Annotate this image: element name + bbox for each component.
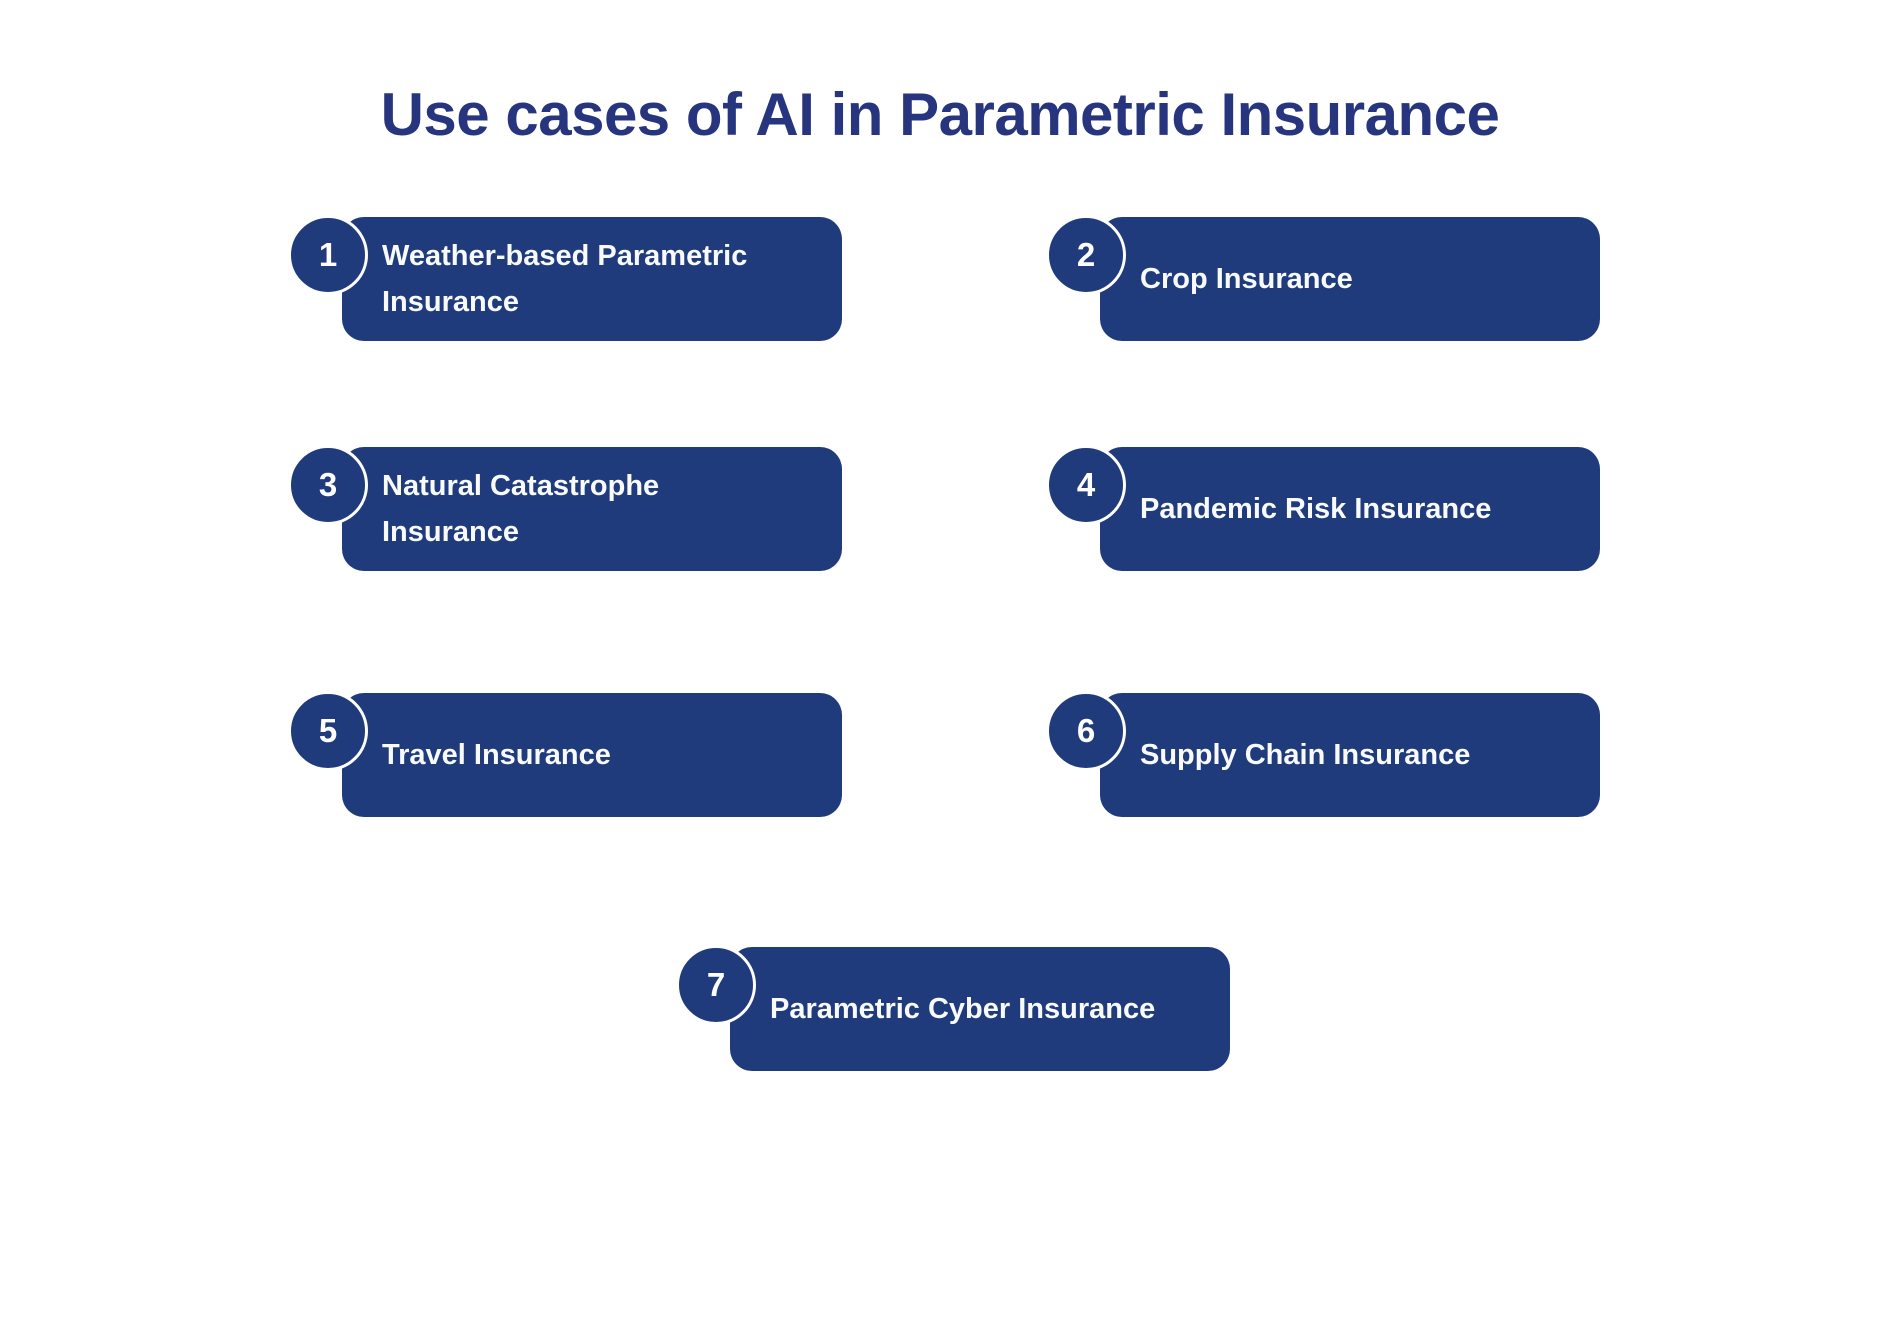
number-badge-7: 7 <box>676 945 756 1025</box>
use-case-label: Natural Catastrophe Insurance <box>382 470 660 548</box>
number-badge-text: 1 <box>318 236 338 273</box>
page-title: Use cases of AI in Parametric Insurance <box>380 81 1500 148</box>
number-badge-text: 3 <box>318 466 338 503</box>
use-case-label: Pandemic Risk Insurance <box>1140 493 1492 525</box>
number-badge-1: 1 <box>288 215 368 295</box>
number-badge-6: 6 <box>1046 691 1126 771</box>
use-case-card-7: 7 Parametric Cyber Insurance <box>676 945 1230 1071</box>
number-badge-text: 2 <box>1076 236 1096 273</box>
number-badge-4: 4 <box>1046 445 1126 525</box>
number-badge-text: 7 <box>706 966 726 1003</box>
number-badge-text: 5 <box>318 712 338 749</box>
use-case-card-2: 2 Crop Insurance <box>1046 215 1600 341</box>
use-case-label: Crop Insurance <box>1140 263 1353 295</box>
number-badge-5: 5 <box>288 691 368 771</box>
use-case-label: Travel Insurance <box>382 739 611 771</box>
use-case-label: Parametric Cyber Insurance <box>770 993 1156 1025</box>
number-badge-text: 6 <box>1076 712 1096 749</box>
use-case-card-4: 4 Pandemic Risk Insurance <box>1046 445 1600 571</box>
number-badge-3: 3 <box>288 445 368 525</box>
use-case-card-6: 6 Supply Chain Insurance <box>1046 691 1600 817</box>
number-badge-text: 4 <box>1076 466 1096 503</box>
use-case-label: Supply Chain Insurance <box>1140 739 1471 771</box>
use-case-label: Weather-based Parametric Insurance <box>382 240 748 318</box>
number-badge-2: 2 <box>1046 215 1126 295</box>
use-case-card-3: 3 Natural Catastrophe Insurance <box>288 445 842 571</box>
use-case-card-1: 1 Weather-based Parametric Insurance <box>288 215 842 341</box>
use-case-card-5: 5 Travel Insurance <box>288 691 842 817</box>
